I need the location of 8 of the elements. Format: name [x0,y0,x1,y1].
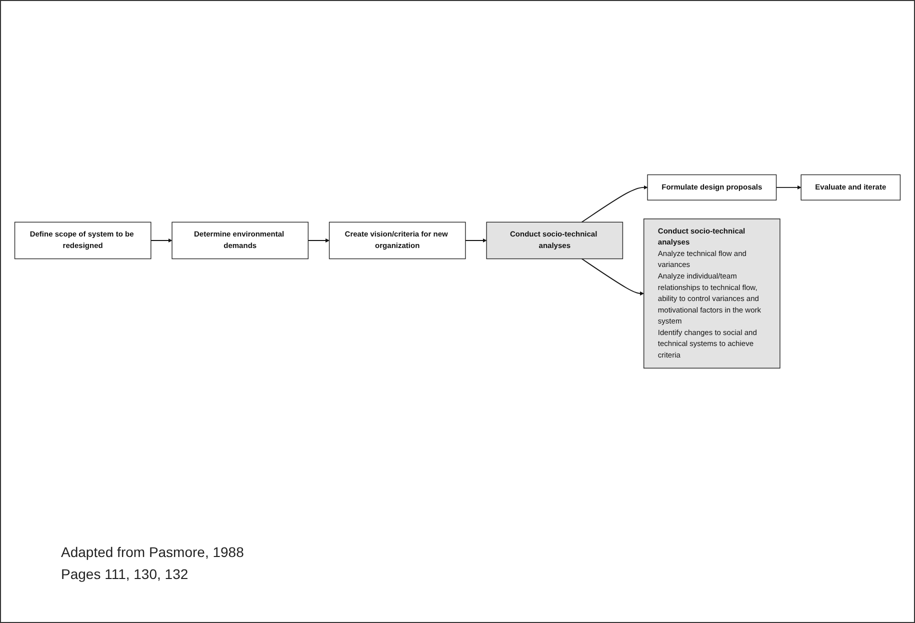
source-note: Adapted from Pasmore, 1988 [61,543,244,562]
arrow [581,258,644,296]
arrow [464,238,487,242]
arrow [308,238,330,242]
arrow [581,184,648,222]
arrow [150,238,172,242]
arrow [776,184,802,190]
source-note: Pages 111, 130, 132 [61,565,188,584]
